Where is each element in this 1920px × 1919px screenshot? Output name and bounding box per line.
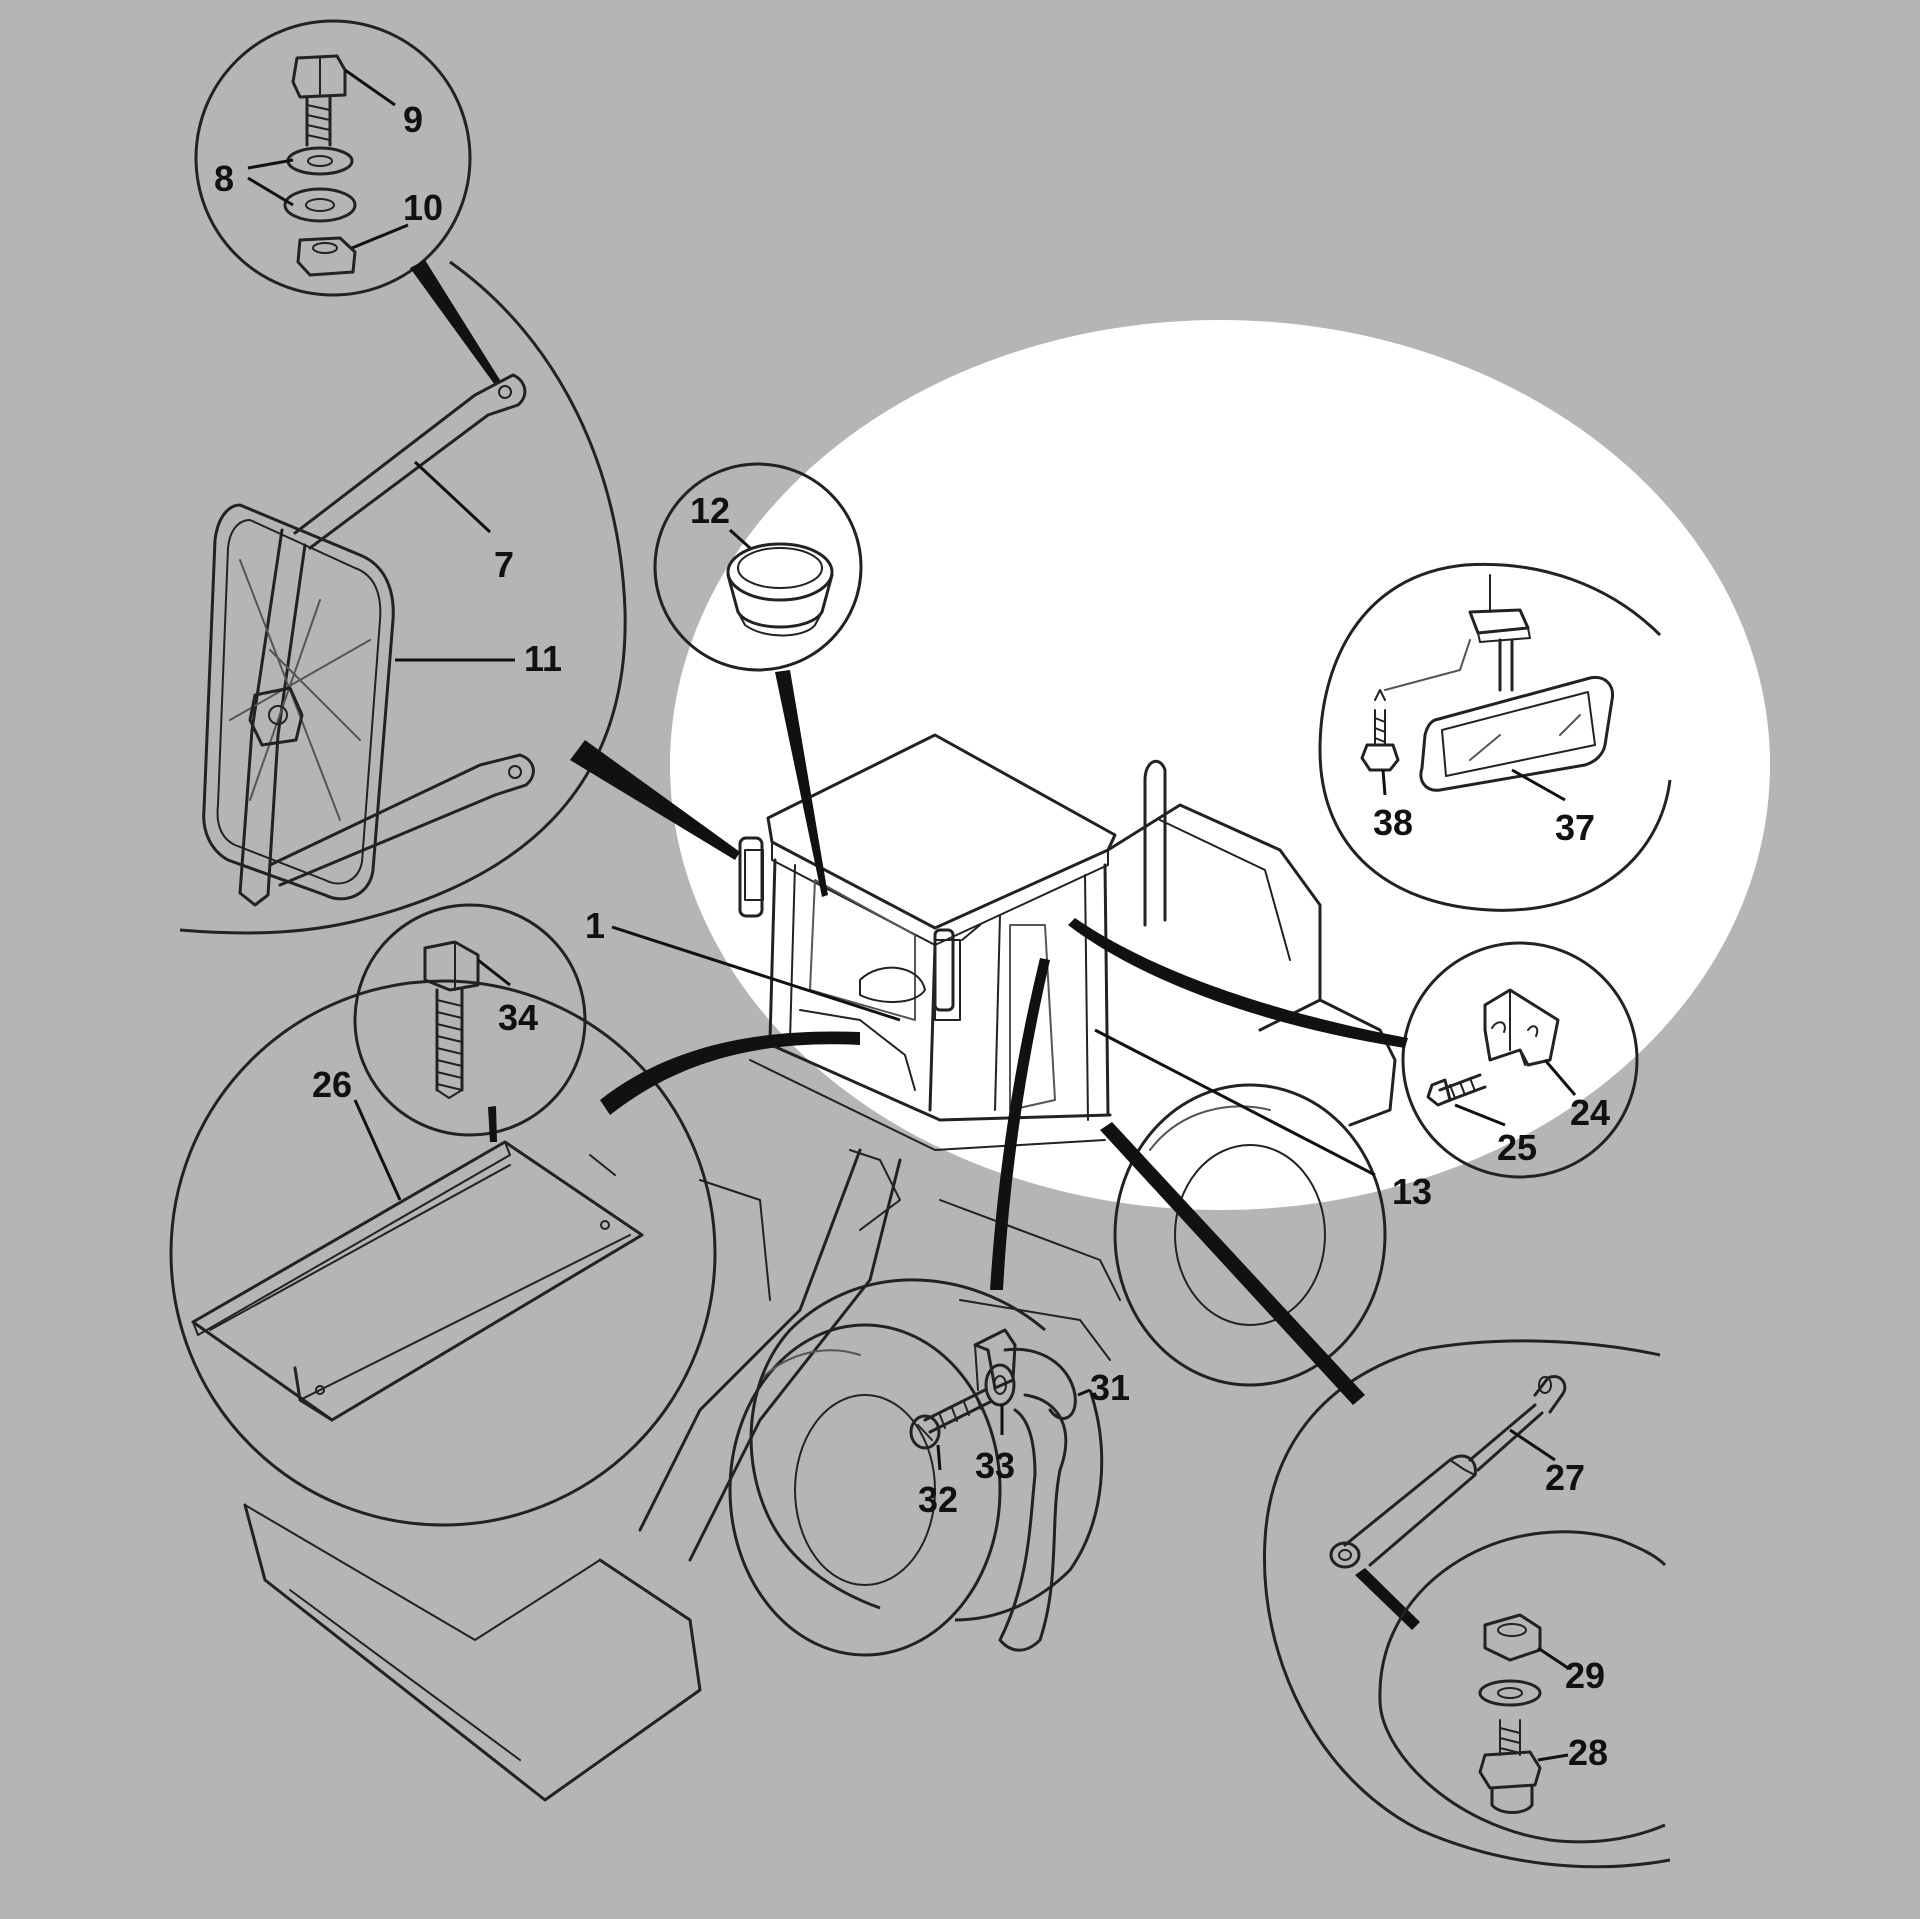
callout-12: 12 <box>690 490 730 531</box>
callout-25: 25 <box>1497 1127 1537 1168</box>
detail-mirror-assembly <box>179 260 740 935</box>
callout-33: 33 <box>975 1445 1015 1486</box>
callout-38: 38 <box>1373 802 1413 843</box>
cab-highlight <box>670 320 1770 1210</box>
callout-28: 28 <box>1568 1732 1608 1773</box>
detail-cap <box>653 462 863 897</box>
callout-13: 13 <box>1392 1171 1432 1212</box>
detail-interior-mirror <box>1318 562 1672 912</box>
callout-1: 1 <box>585 905 605 946</box>
main-leaders <box>611 925 1376 1177</box>
callout-11: 11 <box>524 638 562 679</box>
detail-ball-stud <box>1378 1530 1667 1844</box>
callout-10: 10 <box>403 187 443 228</box>
callout-27: 27 <box>1545 1457 1585 1498</box>
detail-door-catch <box>749 958 1104 1652</box>
callout-26: 26 <box>312 1064 352 1105</box>
callout-9: 9 <box>403 99 423 140</box>
part-number-labels: 9 8 10 7 11 12 1 34 26 38 37 24 25 13 31… <box>214 99 1610 1773</box>
callout-24: 24 <box>1570 1092 1610 1133</box>
callout-37: 37 <box>1555 807 1595 848</box>
callout-29: 29 <box>1565 1655 1605 1696</box>
callout-31: 31 <box>1090 1367 1130 1408</box>
callout-34: 34 <box>498 997 538 1038</box>
callout-32: 32 <box>918 1479 958 1520</box>
detail-mirror-bolt <box>194 19 500 385</box>
backhoe-loader-machine <box>243 733 1397 1802</box>
callout-8: 8 <box>214 158 234 199</box>
detail-floor-plate <box>169 979 860 1527</box>
callout-7: 7 <box>494 544 514 585</box>
detail-bolt-34 <box>353 903 587 1142</box>
detail-bracket <box>1068 918 1639 1179</box>
